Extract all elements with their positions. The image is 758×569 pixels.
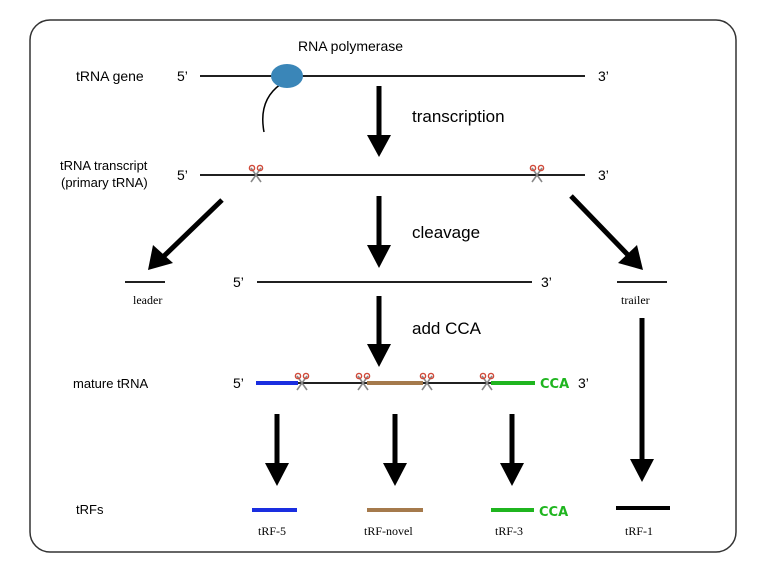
mature-cca-tail: CCA xyxy=(540,377,569,392)
cleaved-3prime: 3’ xyxy=(541,274,552,290)
trf5-label: tRF-5 xyxy=(258,524,286,538)
trf1-arrow xyxy=(630,318,654,482)
trf5-arrow xyxy=(265,414,289,486)
trna-transcript-label: tRNA transcript xyxy=(60,158,148,173)
trf-novel-arrow xyxy=(383,414,407,486)
diagram-border xyxy=(29,19,737,553)
nascent-rna-strand xyxy=(262,83,282,133)
transcription-arrow xyxy=(367,86,391,157)
trf3-cca-tail: CCA xyxy=(539,505,568,520)
transcript-5prime: 5’ xyxy=(177,167,188,183)
mature-5prime: 5’ xyxy=(233,375,244,391)
add-cca-arrow xyxy=(367,296,391,367)
cleavage-arrow xyxy=(367,196,391,268)
rna-polymerase-icon xyxy=(271,64,303,88)
transcription-step-label: transcription xyxy=(412,107,505,126)
leader-arrow xyxy=(148,198,224,270)
mature-3prime: 3’ xyxy=(578,375,589,391)
cleaved-5prime: 5’ xyxy=(233,274,244,290)
trf1-label: tRF-1 xyxy=(625,524,653,538)
gene-3prime: 3’ xyxy=(598,68,609,84)
add-cca-step-label: add CCA xyxy=(412,319,482,338)
trfs-label: tRFs xyxy=(76,502,104,517)
trailer-label: trailer xyxy=(621,293,650,307)
trf-novel-label: tRF-novel xyxy=(364,524,413,538)
leader-label: leader xyxy=(133,293,162,307)
trna-gene-label: tRNA gene xyxy=(76,68,144,84)
cleavage-step-label: cleavage xyxy=(412,223,480,242)
gene-5prime: 5’ xyxy=(177,68,188,84)
trf3-arrow xyxy=(500,414,524,486)
trailer-arrow xyxy=(569,194,643,270)
mature-trna-label: mature tRNA xyxy=(73,376,148,391)
trf3-label: tRF-3 xyxy=(495,524,523,538)
rna-polymerase-label: RNA polymerase xyxy=(298,38,403,54)
primary-trna-label: (primary tRNA) xyxy=(61,175,148,190)
transcript-3prime: 3’ xyxy=(598,167,609,183)
